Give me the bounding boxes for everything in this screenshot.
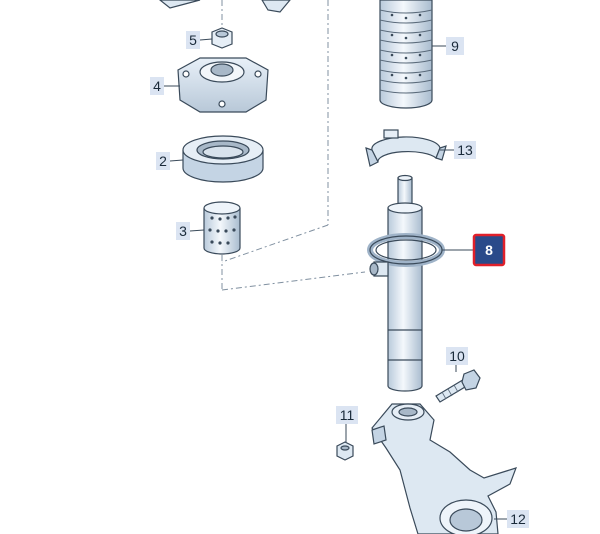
leader-lines bbox=[162, 38, 507, 520]
callout-part-4[interactable]: 4 bbox=[150, 77, 164, 95]
callout-part-11[interactable]: 11 bbox=[336, 406, 358, 424]
svg-text:5: 5 bbox=[189, 32, 197, 48]
svg-text:8: 8 bbox=[485, 242, 493, 258]
svg-text:4: 4 bbox=[153, 78, 161, 94]
svg-text:2: 2 bbox=[159, 153, 167, 169]
svg-text:9: 9 bbox=[451, 38, 459, 54]
shock-absorber-part-8 bbox=[367, 174, 445, 392]
spring-seat-part-13 bbox=[365, 129, 447, 167]
callout-part-3[interactable]: 3 bbox=[176, 222, 190, 240]
nut-part-11 bbox=[336, 441, 354, 461]
bolt-part-10 bbox=[435, 369, 481, 403]
callout-part-13[interactable]: 13 bbox=[454, 141, 476, 159]
bearing-part-2 bbox=[182, 135, 264, 183]
callout-part-8-selected[interactable]: 8 bbox=[472, 233, 506, 267]
callout-part-12[interactable]: 12 bbox=[507, 510, 529, 528]
svg-text:11: 11 bbox=[340, 407, 355, 423]
strut-mount-part-4 bbox=[177, 57, 269, 113]
callout-part-2[interactable]: 2 bbox=[156, 152, 170, 170]
svg-text:10: 10 bbox=[449, 348, 465, 364]
callout-part-10[interactable]: 10 bbox=[446, 347, 468, 365]
callout-part-5[interactable]: 5 bbox=[186, 31, 200, 49]
svg-text:13: 13 bbox=[457, 142, 473, 158]
wheel-hub-carrier-part-12 bbox=[371, 403, 517, 534]
svg-text:12: 12 bbox=[510, 511, 526, 527]
assembly-guide-lines bbox=[221, 0, 366, 291]
bump-stop-part-3 bbox=[203, 201, 241, 255]
top-partial-part bbox=[159, 0, 291, 13]
callout-part-9[interactable]: 9 bbox=[446, 37, 464, 55]
protective-boot-part-9 bbox=[379, 0, 433, 109]
svg-text:3: 3 bbox=[179, 223, 187, 239]
nut-part-5 bbox=[211, 27, 233, 49]
